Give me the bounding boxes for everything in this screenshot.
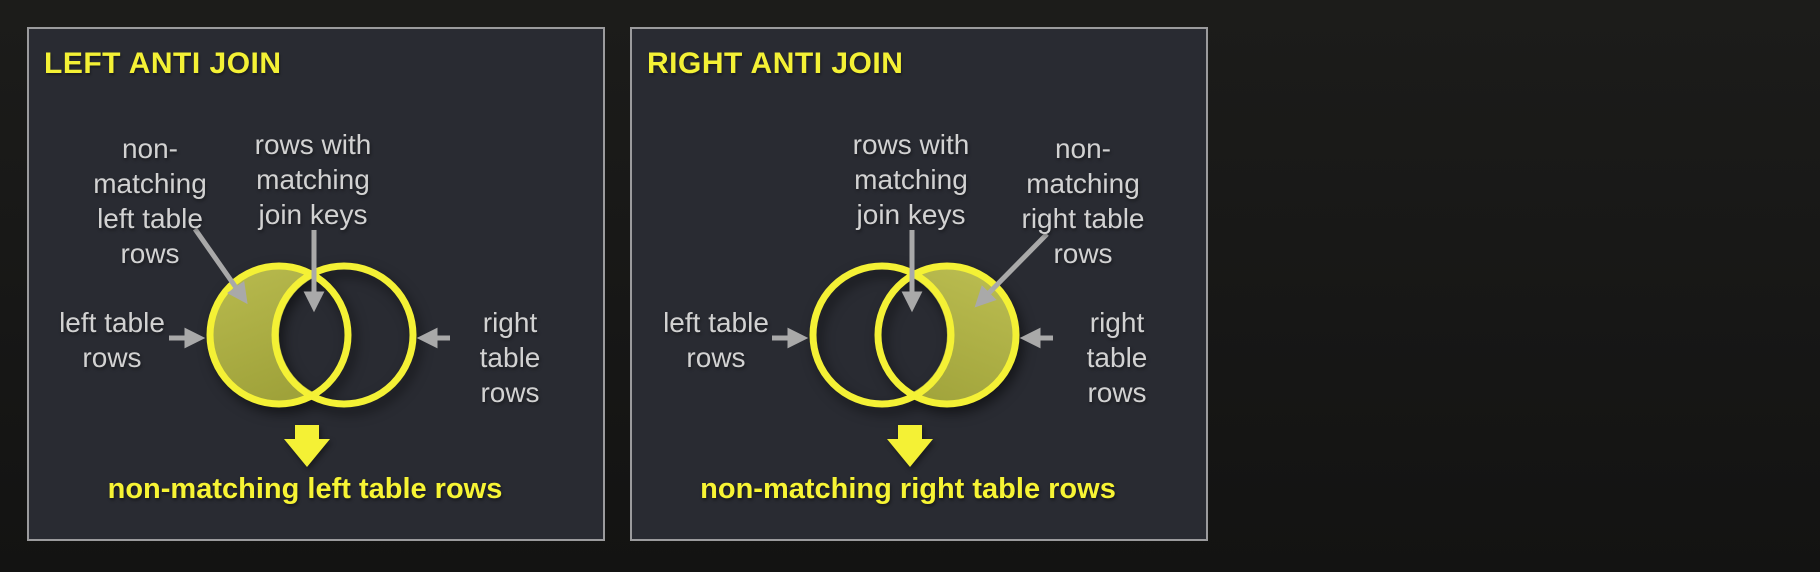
pointer-arrow-non-matching [974,232,1049,308]
result-label: non-matching left table rows [107,473,503,505]
label-matching-join-keys: rows with matching join keys [852,129,970,230]
label-left-table-rows: left table rows [663,307,769,373]
label-right-table-rows: right table rows [1086,307,1148,408]
left-table-circle [809,262,955,408]
label-matching-join-keys: rows with matching join keys [254,129,372,230]
result-label: non-matching right table rows [700,473,1116,505]
label-non-matching-left-rows: non- matching left table rows [93,133,207,269]
label-non-matching-right-rows: non- matching right table rows [1021,133,1145,269]
label-left-table-rows: left table rows [59,307,165,373]
right-table-circle [271,262,417,408]
venn-diagram-left-anti-join [169,227,450,467]
left-table-circle [206,262,352,408]
down-arrow-icon [887,425,933,467]
panel-title: LEFT ANTI JOIN [44,47,282,80]
pointer-arrow-non-matching [192,227,248,305]
down-arrow-icon [284,425,330,467]
right-table-circle [874,262,1020,408]
venn-diagram-right-anti-join [772,230,1053,467]
panel-left-anti-join: LEFT ANTI JOIN non- [27,27,605,541]
panel-right-anti-join: RIGHT ANTI JOIN row [630,27,1208,541]
panel-title: RIGHT ANTI JOIN [647,47,904,80]
label-right-table-rows: right table rows [479,307,541,408]
